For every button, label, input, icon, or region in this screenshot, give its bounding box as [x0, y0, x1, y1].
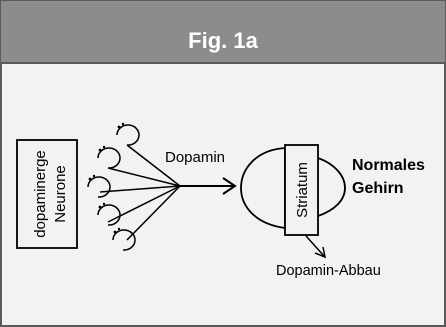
dopamine-label: Dopamin — [165, 149, 225, 166]
neurons-label-line2: Neurone — [52, 165, 69, 223]
striatum-label: Striatum — [294, 162, 311, 218]
neurons-label-line1: dopaminerge — [32, 150, 49, 238]
degradation-label: Dopamin-Abbau — [276, 263, 381, 279]
figure-title: Fig. 1a — [188, 28, 258, 53]
state-label-line2: Gehirn — [352, 180, 404, 197]
state-label-line1: Normales — [352, 157, 425, 174]
